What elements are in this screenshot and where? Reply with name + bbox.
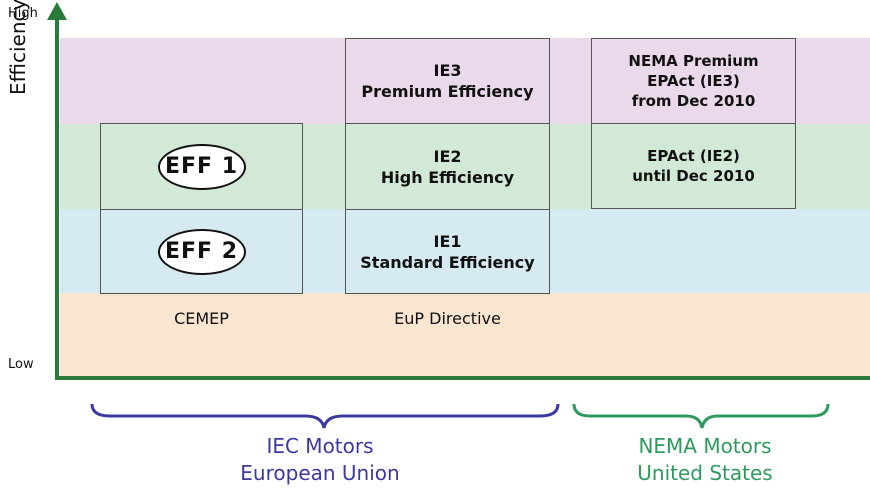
eff1-logo: EFF 1 (157, 143, 246, 190)
eup-label: EuP Directive (394, 309, 501, 328)
y-axis-arrow-icon (47, 2, 67, 20)
nema-premium-box: NEMA Premium EPAct (IE3) from Dec 2010 (591, 38, 796, 124)
nema-brace (572, 403, 830, 429)
epact-box: EPAct (IE2) until Dec 2010 (591, 123, 796, 209)
low-band (60, 293, 870, 376)
iec-line1: IEC Motors (266, 434, 374, 458)
eff2-box: EFF 2 (100, 209, 303, 294)
iec-line2: European Union (240, 461, 400, 485)
nema-line2: United States (637, 461, 773, 485)
eff2-logo: EFF 2 (157, 228, 246, 275)
ie3-text: IE3 Premium Efficiency (361, 61, 534, 101)
ie1-text: IE1 Standard Efficiency (360, 231, 535, 272)
eff2-text: EFF 2 (164, 239, 239, 264)
iec-brace (90, 403, 560, 429)
y-axis-title: Efficiency (6, 0, 30, 95)
low-label: Low (8, 357, 34, 372)
premium-band (60, 38, 870, 124)
iec-group-label: IEC Motors European Union (205, 433, 435, 487)
ie2-text: IE2 High Efficiency (380, 146, 515, 187)
epact-text: EPAct (IE2) until Dec 2010 (632, 147, 755, 185)
nema-group-label: NEMA Motors United States (590, 433, 820, 487)
cemep-label: CEMEP (174, 309, 229, 328)
eff1-text: EFF 1 (164, 154, 239, 179)
ie1-box: IE1 Standard Efficiency (345, 209, 550, 294)
high-label: High (8, 6, 38, 21)
nema-line1: NEMA Motors (638, 434, 772, 458)
nema-premium-text: NEMA Premium EPAct (IE3) from Dec 2010 (628, 52, 759, 110)
